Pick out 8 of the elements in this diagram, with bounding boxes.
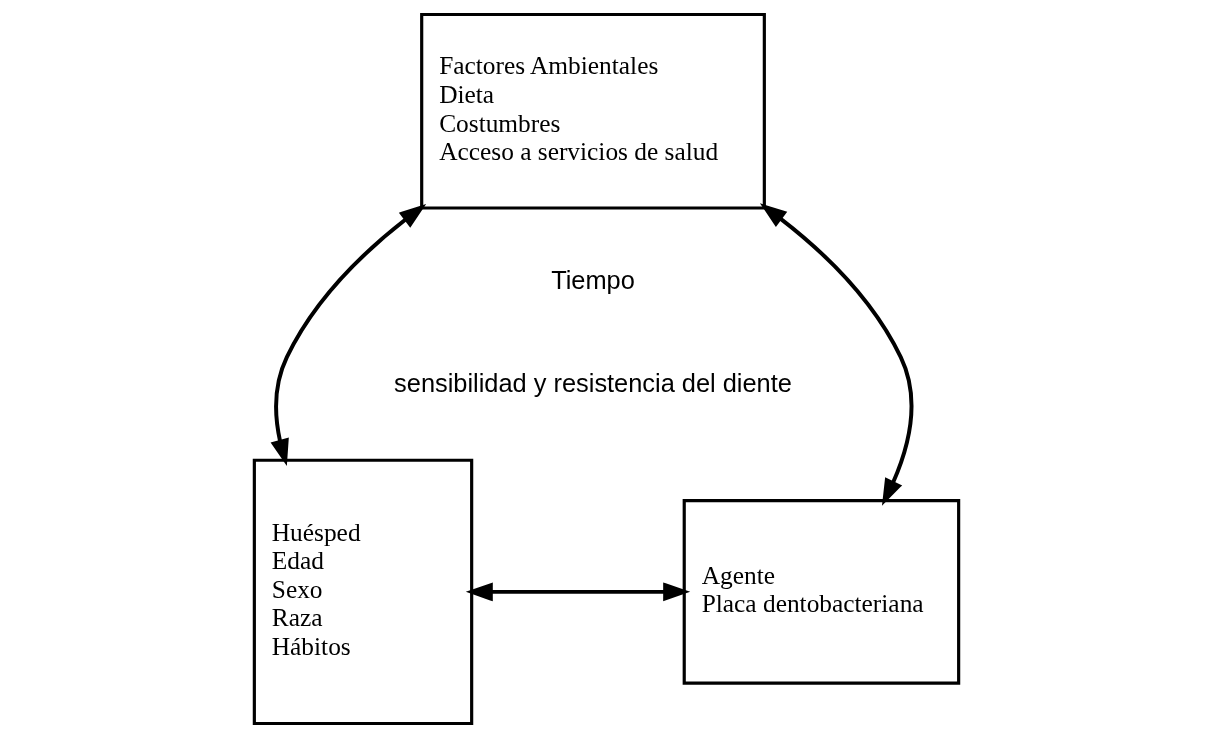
node-box: Factores Ambientales Dieta Costumbres Acceso a servicios de salud [420,12,766,210]
node-box: Huésped Edad Sexo Raza Hábitos [252,458,474,726]
arrow [270,204,427,466]
arrow [759,203,914,506]
label: sensibilidad y resistencia del diente [394,368,792,397]
label: Tiempo [551,265,635,294]
arrow [465,582,691,602]
node-box: Agente Placa dentobacteriana [682,499,961,685]
